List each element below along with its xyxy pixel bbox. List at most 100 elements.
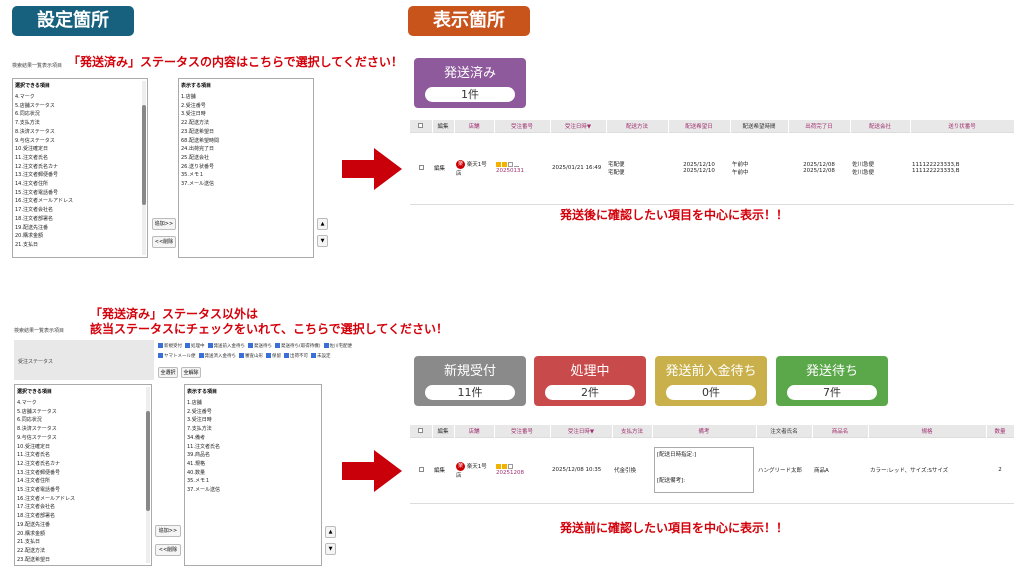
list-item[interactable]: 23.配送希望日 bbox=[181, 128, 214, 135]
list-item[interactable]: 21.支払日 bbox=[17, 539, 40, 546]
list-item[interactable]: 17.注文者会社名 bbox=[15, 207, 53, 214]
edit-link[interactable]: 編集 bbox=[432, 436, 454, 504]
list-item[interactable]: 5.店舗ステータス bbox=[17, 408, 57, 415]
list-item[interactable]: 9.与信ステータス bbox=[15, 137, 55, 144]
scrollbar[interactable] bbox=[146, 387, 150, 563]
list-item[interactable]: 4.マーク bbox=[15, 94, 35, 100]
status-card-shipped[interactable]: 発送済み 1件 bbox=[414, 58, 526, 108]
list-item[interactable]: 24.出荷完了日 bbox=[181, 146, 214, 153]
list-item[interactable]: 14.注文者住所 bbox=[15, 181, 48, 188]
list-item[interactable]: 15.注文者電話番号 bbox=[17, 487, 60, 494]
list-item[interactable]: 35.メモ１ bbox=[181, 172, 204, 179]
status-checkbox[interactable]: 保留 bbox=[266, 353, 281, 359]
list-item[interactable]: 11.注文者氏名 bbox=[15, 154, 48, 161]
move-up-button[interactable]: ▲ bbox=[325, 526, 336, 538]
list-item[interactable]: 13.注文者郵便番号 bbox=[17, 469, 60, 476]
list-item[interactable]: 1.店舗 bbox=[181, 94, 196, 100]
list-item[interactable]: 6.同応状況 bbox=[15, 111, 40, 118]
clear-all-button[interactable]: 全解除 bbox=[181, 367, 201, 378]
order-number-link[interactable]: 20251208 bbox=[496, 470, 524, 476]
list-item[interactable]: 21.支払日 bbox=[15, 241, 38, 248]
list-item[interactable]: 14.注文者住所 bbox=[17, 478, 50, 485]
list-item[interactable]: 35.メモ１ bbox=[187, 478, 210, 485]
status-checkbox[interactable]: 未設定 bbox=[311, 353, 331, 359]
list-item[interactable]: 18.注文者部署名 bbox=[17, 513, 55, 520]
list-item[interactable]: 16.注文者メールアドレス bbox=[17, 495, 75, 502]
list-item[interactable]: 18.注文者部署名 bbox=[15, 215, 53, 222]
list-item[interactable]: 20.購求金額 bbox=[15, 233, 43, 240]
list-item[interactable]: 17.注文者会社名 bbox=[17, 504, 55, 511]
remove-button[interactable]: <<削除 bbox=[155, 544, 181, 556]
list-item[interactable]: 2.受注番号 bbox=[187, 408, 212, 415]
list-item[interactable]: 3.受注日時 bbox=[187, 417, 212, 424]
list-item[interactable]: 40.数量 bbox=[187, 469, 205, 476]
list-item[interactable]: 19.配送先注番 bbox=[15, 224, 48, 231]
add-button[interactable]: 追加>> bbox=[152, 218, 176, 230]
list-item[interactable]: 4.マーク bbox=[17, 400, 37, 406]
list-item[interactable]: 37.メール送信 bbox=[187, 487, 220, 494]
list-item[interactable]: 10.受注確定日 bbox=[15, 146, 48, 153]
move-up-button[interactable]: ▲ bbox=[317, 218, 328, 230]
select-all-checkbox[interactable] bbox=[418, 122, 424, 128]
memo-textarea[interactable]: [配送日時指定:] [配送備考]: bbox=[654, 447, 754, 493]
list-item[interactable]: 2.受注番号 bbox=[181, 102, 206, 109]
list-item[interactable]: 23.配送希望日 bbox=[17, 556, 50, 563]
move-down-button[interactable]: ▼ bbox=[325, 543, 336, 555]
list-item[interactable]: 12.注文者氏名カナ bbox=[17, 460, 60, 467]
list-item[interactable]: 8.決済ステータス bbox=[17, 426, 57, 433]
remove-button[interactable]: <<削除 bbox=[152, 236, 176, 248]
list-item[interactable]: 8.決済ステータス bbox=[15, 128, 55, 135]
status-checkbox[interactable]: 発送前入金待ち bbox=[207, 343, 245, 349]
status-checkbox[interactable]: ヤマトメール便 bbox=[158, 353, 196, 359]
row-checkbox[interactable] bbox=[418, 165, 424, 170]
list-item[interactable]: 20.購求金額 bbox=[17, 530, 45, 537]
add-button[interactable]: 追加>> bbox=[155, 525, 181, 537]
status-checkbox[interactable]: 佐川宅配便 bbox=[323, 343, 352, 349]
edit-link[interactable]: 編集 bbox=[432, 131, 454, 205]
status-checkbox[interactable]: 審査山形 bbox=[239, 353, 263, 359]
list-item[interactable]: 6.同応状況 bbox=[17, 417, 42, 424]
list-item[interactable]: 7.支払方法 bbox=[15, 120, 40, 127]
list-item[interactable]: 5.店舗ステータス bbox=[15, 102, 55, 109]
order-number-link[interactable]: 20250131 bbox=[496, 168, 524, 174]
list-item[interactable]: 68.配送希望時間 bbox=[181, 137, 219, 144]
select-all-button[interactable]: 全選択 bbox=[158, 367, 178, 378]
list-item[interactable]: 37.メール送信 bbox=[181, 181, 214, 188]
column-header[interactable] bbox=[410, 425, 433, 437]
list-item[interactable]: 10.受注確定日 bbox=[17, 443, 50, 450]
list-item[interactable]: 39.商品名 bbox=[187, 452, 210, 459]
select-all-checkbox[interactable] bbox=[418, 427, 424, 433]
status-checkbox[interactable]: 新規受付 bbox=[158, 343, 182, 349]
row-checkbox[interactable] bbox=[418, 467, 424, 472]
list-item[interactable]: 41.規格 bbox=[187, 460, 205, 467]
column-header[interactable] bbox=[410, 120, 433, 132]
list-item[interactable]: 11.注文者氏名 bbox=[187, 443, 220, 450]
list-item[interactable]: 3.受注日時 bbox=[181, 111, 206, 118]
list-item[interactable]: 26.送り状番号 bbox=[181, 163, 214, 170]
list-item[interactable]: 25.配送会社 bbox=[181, 154, 209, 161]
list-item[interactable]: 13.注文者郵便番号 bbox=[15, 172, 58, 179]
list-item[interactable]: 19.配送先注番 bbox=[17, 521, 50, 528]
list-item[interactable]: 22.配送方法 bbox=[17, 547, 45, 554]
scrollbar[interactable] bbox=[142, 81, 146, 255]
list-item[interactable]: 15.注文者電話番号 bbox=[15, 189, 58, 196]
status-checkbox[interactable]: 発送待ち bbox=[248, 343, 272, 349]
list-item[interactable]: 11.注文者氏名 bbox=[17, 452, 50, 459]
list-item[interactable]: 16.注文者メールアドレス bbox=[15, 198, 73, 205]
status-checkbox[interactable]: 発送待ち(取得待機) bbox=[275, 343, 321, 349]
status-checkbox[interactable]: 発送済入金待ち bbox=[198, 353, 236, 359]
status-checkbox[interactable]: 出荷不可 bbox=[284, 353, 308, 359]
move-down-button[interactable]: ▼ bbox=[317, 235, 328, 247]
status-checkbox[interactable]: 処理中 bbox=[185, 343, 205, 349]
list-item[interactable]: 12.注文者氏名カナ bbox=[15, 163, 58, 170]
list-item[interactable]: 34.備考 bbox=[187, 434, 205, 441]
list-item[interactable]: 22.配送方法 bbox=[181, 120, 209, 127]
list-item[interactable]: 9.与信ステータス bbox=[17, 434, 57, 441]
